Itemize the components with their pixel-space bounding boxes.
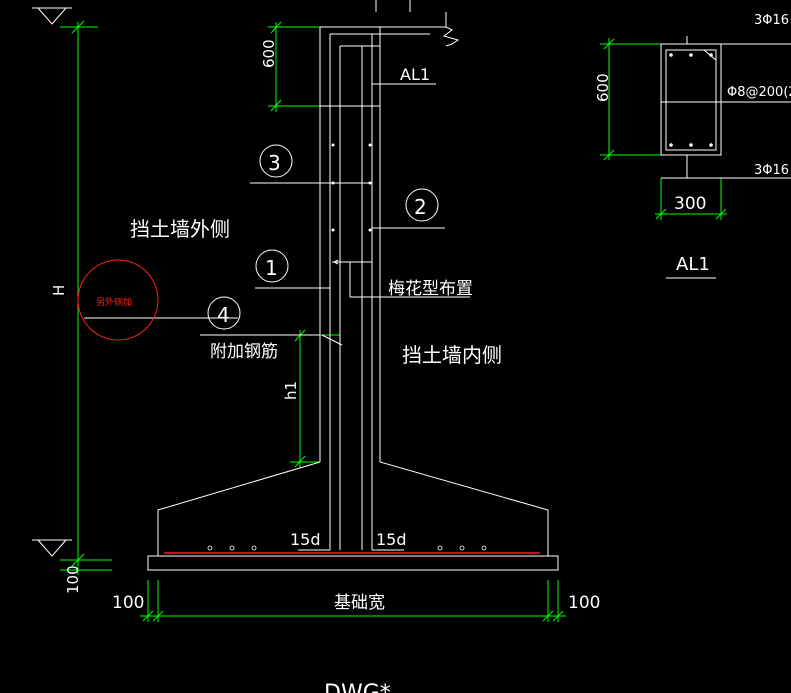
wall-outline [147,12,559,571]
label-quincunx: 梅花型布置 [388,279,473,299]
dim-top-600: 600 [260,39,278,68]
section-outline [660,36,791,279]
section-dim-600: 600 [594,73,612,102]
wall-rebars [298,0,430,551]
marker-4: 4 [217,303,230,327]
callout-stirrups: Φ8@200(2) [727,85,791,100]
marker-2: 2 [414,195,427,219]
dim-right-100: 100 [568,593,600,613]
label-al1-section: AL1 [676,254,710,275]
red-annotation-note: 另外侧加 [96,296,132,308]
anchor-label-right: 15d [376,530,407,549]
marker-3: 3 [268,151,281,175]
dim-foundation-width: 基础宽 [334,593,385,613]
red-annotation-circle [77,259,159,341]
dim-100-vertical: 100 [64,565,82,594]
marker-1: 1 [265,256,278,280]
dim-h1: h1 [282,381,300,400]
section-rebar-dots [669,53,713,147]
level-symbols [32,7,72,557]
section-dim-300: 300 [674,194,706,214]
rebar-dots-footing [207,545,487,551]
label-inner-side: 挡土墙内侧 [402,343,502,367]
dim-left-100: 100 [112,593,144,613]
watermark: DWG* [324,681,391,693]
label-outer-side: 挡土墙外侧 [130,217,230,241]
callout-circles [207,144,439,330]
dim-foundation-lines [140,580,566,622]
label-extra-rebar: 附加钢筋 [210,342,278,362]
dim-H-label: H [50,285,68,296]
section-dim-lines [600,38,727,220]
anchor-label-left: 15d [290,530,321,549]
label-al1-wall: AL1 [400,65,430,84]
leader-lines [84,83,470,336]
callout-top-bars: 3Φ16 [754,13,789,28]
rebar-dots-wall [331,143,372,232]
callout-bottom-bars: 3Φ16 [754,163,789,178]
